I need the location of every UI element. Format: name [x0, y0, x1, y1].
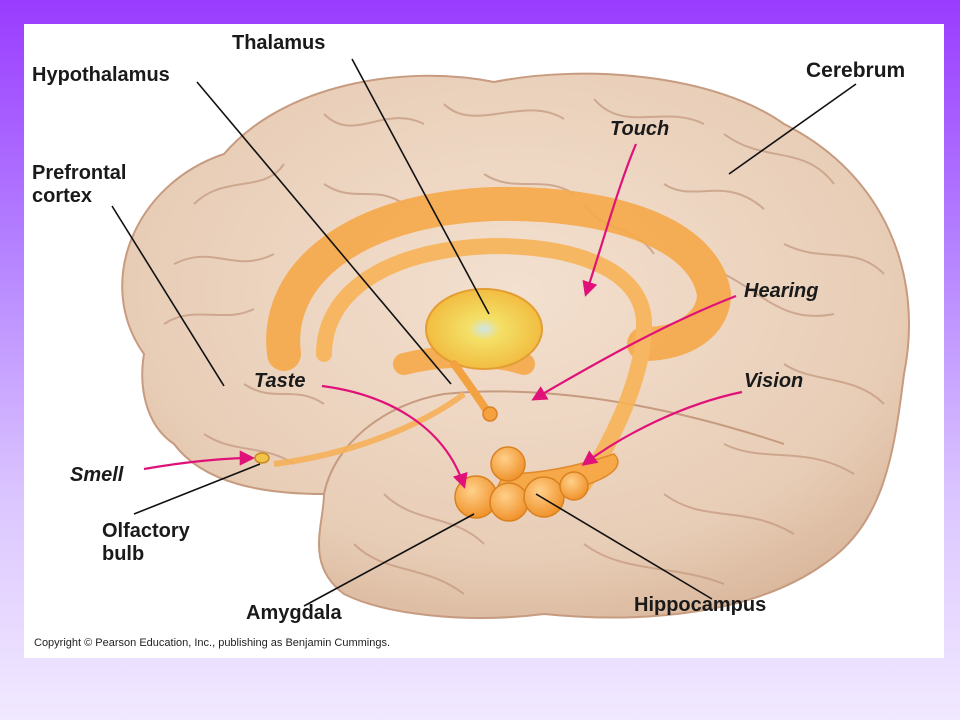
label-vision: Vision — [744, 370, 804, 392]
pituitary-knob — [482, 406, 498, 422]
label-cerebrum: Cerebrum — [806, 59, 906, 82]
sense-arrows — [143, 143, 743, 489]
label-thalamus: Thalamus — [232, 32, 326, 54]
label-prefrontal-cortex: Prefrontal cortex — [32, 162, 127, 207]
label-hippocampus: Hippocampus — [634, 594, 767, 616]
thalamus-structure — [425, 288, 543, 370]
olfactory-bulb-structure — [254, 452, 270, 464]
label-olfactory-bulb: Olfactory bulb — [102, 520, 190, 565]
amygdala-hippocampus-bulbs — [454, 446, 589, 522]
gyri-folds — [163, 98, 885, 595]
slide-panel: Thalamus Hypothalamus Cerebrum Touch Pre… — [24, 24, 944, 658]
label-smell: Smell — [70, 464, 124, 486]
leader-lines — [111, 58, 857, 607]
label-taste: Taste — [254, 370, 306, 392]
temporal-lobe-edge — [323, 390, 785, 495]
brain-illustration — [111, 58, 910, 619]
label-touch: Touch — [610, 118, 670, 140]
label-hearing: Hearing — [744, 280, 819, 302]
copyright-notice: Copyright © Pearson Education, Inc., pub… — [34, 637, 391, 649]
label-amygdala: Amygdala — [246, 602, 342, 624]
label-hypothalamus: Hypothalamus — [32, 64, 170, 86]
